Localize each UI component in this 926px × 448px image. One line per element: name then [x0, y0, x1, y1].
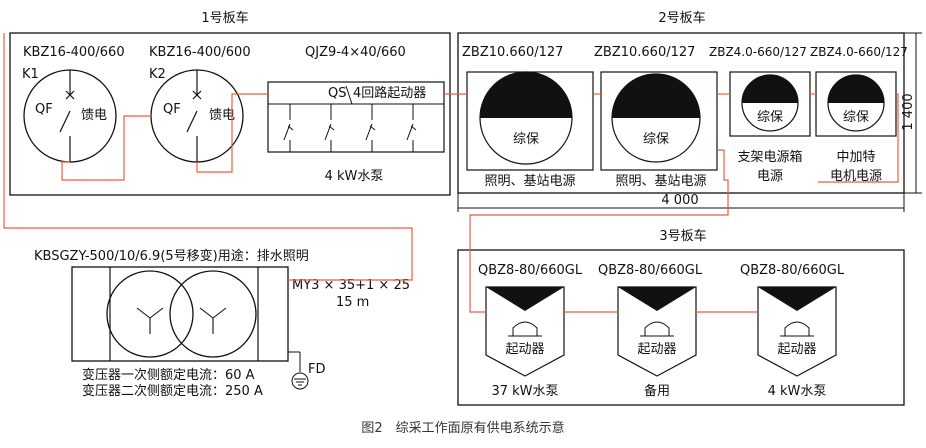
cart2-title: 2号板车 [658, 10, 705, 26]
z2-use: 照明、基站电源 [615, 174, 706, 189]
primary-current: 变压器一次侧额定电流：60 A [82, 367, 255, 383]
transformer-title: KBSGZY-500/10/6.9(5号移变)用途：排水照明 [34, 248, 309, 264]
k2-qf-label: QF [163, 102, 181, 117]
z2-protector: Z2 综保 照明、基站电源 [600, 71, 718, 189]
starter-desc: 4回路起动器 [353, 85, 426, 101]
z3-label: Z3 [732, 75, 749, 90]
z4-box [815, 71, 897, 137]
cart1-frame [9, 32, 451, 196]
z4-model: ZBZ4.0-660/127 [810, 45, 908, 59]
cart1: 1号板车 KBZ16-400/660 KBZ16-400/600 QJZ9-4×… [9, 10, 451, 196]
z3-protector: Z3 综保 支架电源箱 电源 [729, 71, 811, 184]
z4-protector: Z4 综保 中加特 电机电源 [815, 71, 897, 184]
fd-label: FD [308, 362, 326, 377]
transformer: KBSGZY-500/10/6.9(5号移变)用途：排水照明 MY3 × 35+… [34, 248, 410, 399]
cart1-title: 1号板车 [201, 10, 248, 26]
z1-protector: Z1 综保 照明、基站电源 [466, 71, 594, 189]
starter-label-2: 起动器 [637, 342, 676, 357]
pump-label: 4 kW水泵 [325, 169, 384, 184]
cable-z4-right [818, 93, 899, 183]
qbz-model-1: QBZ8-80/660GL [478, 263, 583, 278]
k1-label: K1 [22, 67, 39, 82]
four-circuit-starter: QS 4回路起动器 4 kW水泵 [267, 81, 445, 184]
k2-feed-label: 馈电 [209, 108, 235, 123]
cart2-frame [457, 32, 905, 194]
qbz-model-2: QBZ8-80/660GL [598, 263, 703, 278]
z4-protect-label: 综保 [843, 110, 869, 125]
cable-routing [3, 33, 899, 313]
z2-label: Z2 [605, 76, 622, 91]
z3-model: ZBZ4.0-660/127 [709, 45, 807, 59]
z4-use-line1: 中加特 [836, 150, 875, 165]
starter-label-1: 起动器 [505, 342, 544, 357]
starter-label-3: 起动器 [777, 342, 816, 357]
cable-length: 15 m [336, 295, 369, 310]
qbz-use-2: 备用 [644, 383, 670, 399]
z3-protect-label: 综保 [757, 110, 783, 125]
cable-k1-bottom [61, 115, 151, 181]
k1-feed-switch: K1 QF 馈电 [22, 67, 117, 163]
z1-use: 照明、基站电源 [484, 174, 575, 189]
cart3-title: 3号板车 [659, 228, 706, 244]
cable-spec: MY3 × 35+1 × 25 [292, 278, 410, 293]
qbz-starter-3: 起动器 4 kW水泵 [757, 286, 837, 399]
transformer-box [71, 266, 289, 362]
k2-label: K2 [149, 67, 166, 82]
starter-box [267, 81, 445, 153]
starter-model: QJZ9-4×40/660 [305, 45, 406, 60]
height-dim: 1 400 [901, 93, 916, 130]
secondary-current: 变压器二次侧额定电流：250 A [82, 383, 263, 399]
cable-z2-to-cart3 [469, 149, 729, 313]
z2-box [600, 71, 718, 171]
z3-box [729, 71, 811, 137]
k2-feed-switch: K2 QF 馈电 [149, 67, 244, 163]
z3-use-line2: 电源 [757, 169, 783, 184]
figure-caption: 图2 综采工作面原有供电系统示意 [361, 420, 564, 436]
z2-model: ZBZ10.660/127 [594, 45, 695, 60]
k2-model: KBZ16-400/600 [149, 45, 251, 60]
cart3: 3号板车 QBZ8-80/660GL QBZ8-80/660GL QBZ8-80… [457, 228, 905, 406]
qs-label: QS [328, 86, 346, 101]
qbz-starter-1: 起动器 37 kW水泵 [485, 286, 565, 399]
z2-protect-label: 综保 [643, 132, 669, 147]
qbz-model-3: QBZ8-80/660GL [740, 263, 845, 278]
cart2: 2号板车 ZBZ10.660/127 ZBZ10.660/127 ZBZ4.0-… [457, 10, 922, 212]
z4-use-line2: 电机电源 [830, 169, 882, 184]
z1-model: ZBZ10.660/127 [462, 45, 563, 60]
z1-protect-label: 综保 [513, 132, 539, 147]
cart3-frame [457, 249, 905, 406]
k1-qf-label: QF [35, 102, 53, 117]
z4-label: Z4 [818, 75, 835, 90]
qbz-use-1: 37 kW水泵 [491, 384, 558, 399]
cable-k2-bottom [196, 93, 268, 173]
dimension-height: 1 400 [901, 32, 922, 194]
z3-use-line1: 支架电源箱 [737, 149, 802, 165]
width-dim: 4 000 [661, 193, 698, 208]
k1-feed-label: 馈电 [81, 108, 107, 123]
qbz-starter-2: 起动器 备用 [617, 286, 697, 399]
dimension-width: 4 000 [457, 193, 905, 212]
k1-model: KBZ16-400/660 [23, 45, 125, 60]
cable-transformer-to-k1 [3, 33, 413, 281]
z1-label: Z1 [471, 76, 488, 91]
ground-symbol: FD [288, 351, 326, 390]
qbz-use-3: 4 kW水泵 [768, 384, 827, 399]
